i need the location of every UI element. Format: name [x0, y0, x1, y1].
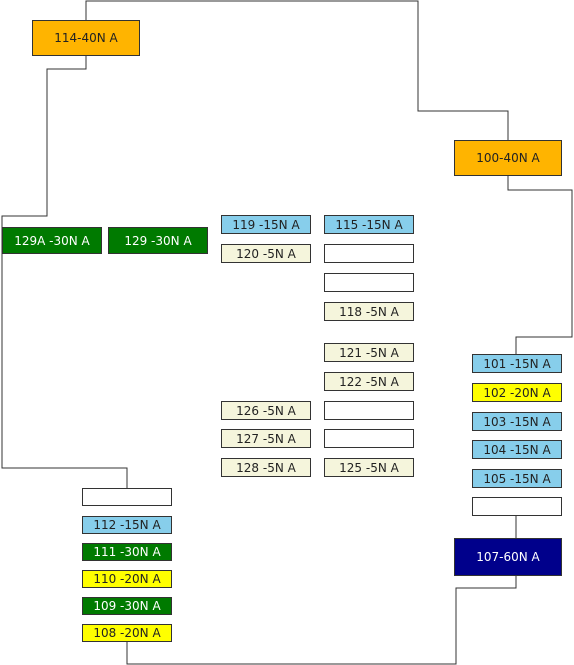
box-empty-4[interactable]	[324, 429, 414, 448]
box-105[interactable]: 105 -15N A	[472, 469, 562, 488]
box-127[interactable]: 127 -5N A	[221, 429, 311, 448]
box-empty-1[interactable]	[324, 244, 414, 263]
box-115-label: 115 -15N A	[335, 217, 403, 232]
box-119-label: 119 -15N A	[232, 217, 300, 232]
box-114-label: 114-40N A	[54, 31, 118, 45]
box-103[interactable]: 103 -15N A	[472, 412, 562, 431]
box-126[interactable]: 126 -5N A	[221, 401, 311, 420]
box-empty-3[interactable]	[324, 401, 414, 420]
box-101-label: 101 -15N A	[483, 356, 551, 371]
wire-107-to-108	[126, 576, 517, 665]
box-100[interactable]: 100-40N A	[454, 140, 562, 176]
box-111[interactable]: 111 -30N A	[82, 543, 172, 561]
box-104[interactable]: 104 -15N A	[472, 440, 562, 459]
wire-100-to-101	[507, 176, 573, 354]
box-110-label: 110 -20N A	[93, 572, 161, 586]
box-128[interactable]: 128 -5N A	[221, 458, 311, 477]
box-112-label: 112 -15N A	[93, 518, 161, 532]
box-103-label: 103 -15N A	[483, 414, 551, 429]
box-105-label: 105 -15N A	[483, 471, 551, 486]
box-107-label: 107-60N A	[476, 550, 540, 564]
box-102-label: 102 -20N A	[483, 385, 551, 400]
wire-114-to-129a	[1, 56, 128, 488]
box-empty-2[interactable]	[324, 273, 414, 292]
wire-114-to-100	[85, 0, 509, 140]
box-129a[interactable]: 129A -30N A	[2, 227, 102, 254]
box-122[interactable]: 122 -5N A	[324, 372, 414, 391]
box-empty-6[interactable]	[82, 488, 172, 506]
box-120[interactable]: 120 -5N A	[221, 244, 311, 263]
box-108[interactable]: 108 -20N A	[82, 624, 172, 642]
box-111-label: 111 -30N A	[93, 545, 161, 559]
box-129a-label: 129A -30N A	[14, 233, 90, 248]
box-109-label: 109 -30N A	[93, 599, 161, 613]
box-129-label: 129 -30N A	[124, 233, 192, 248]
box-126-label: 126 -5N A	[236, 403, 296, 418]
box-115[interactable]: 115 -15N A	[324, 215, 414, 234]
box-121[interactable]: 121 -5N A	[324, 343, 414, 362]
box-121-label: 121 -5N A	[339, 345, 399, 360]
box-108-label: 108 -20N A	[93, 626, 161, 640]
box-122-label: 122 -5N A	[339, 374, 399, 389]
box-empty-5[interactable]	[472, 497, 562, 516]
box-125-label: 125 -5N A	[339, 460, 399, 475]
box-109[interactable]: 109 -30N A	[82, 597, 172, 615]
box-118[interactable]: 118 -5N A	[324, 302, 414, 321]
box-101[interactable]: 101 -15N A	[472, 354, 562, 373]
box-112[interactable]: 112 -15N A	[82, 516, 172, 534]
box-125[interactable]: 125 -5N A	[324, 458, 414, 477]
box-100-label: 100-40N A	[476, 151, 540, 165]
box-102[interactable]: 102 -20N A	[472, 383, 562, 402]
box-118-label: 118 -5N A	[339, 304, 399, 319]
box-119[interactable]: 119 -15N A	[221, 215, 311, 234]
box-107[interactable]: 107-60N A	[454, 538, 562, 576]
box-127-label: 127 -5N A	[236, 431, 296, 446]
box-128-label: 128 -5N A	[236, 460, 296, 475]
box-110[interactable]: 110 -20N A	[82, 570, 172, 588]
box-129[interactable]: 129 -30N A	[108, 227, 208, 254]
box-114[interactable]: 114-40N A	[32, 20, 140, 56]
box-120-label: 120 -5N A	[236, 246, 296, 261]
box-104-label: 104 -15N A	[483, 442, 551, 457]
